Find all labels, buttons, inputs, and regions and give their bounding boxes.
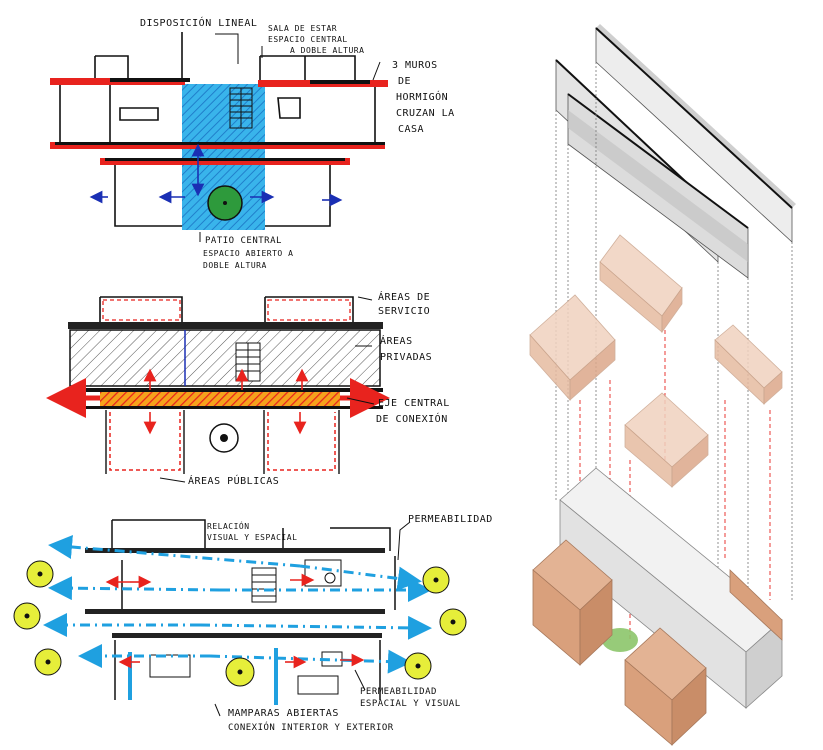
label-patio-3: doble altura bbox=[203, 261, 267, 270]
base-house bbox=[532, 467, 783, 746]
label-living-room-3: a doble altura bbox=[290, 46, 365, 55]
base-volume-left bbox=[532, 539, 613, 666]
label-patio-2: Espacio abierto a bbox=[203, 249, 294, 258]
base-volume-right bbox=[624, 627, 707, 746]
sketch1-room-outlines bbox=[59, 32, 376, 227]
floating-volume-1 bbox=[529, 294, 616, 402]
label-living-room-2: Espacio central bbox=[268, 35, 348, 44]
floating-volume-3 bbox=[714, 324, 783, 405]
label-patio-1: Patio central bbox=[205, 236, 282, 246]
floating-volume-4 bbox=[624, 392, 709, 488]
floating-volume-2 bbox=[599, 234, 683, 334]
label-walls-5: Casa bbox=[398, 124, 425, 135]
public-areas bbox=[109, 412, 336, 471]
label-permeability-2-1: Permeabilidad bbox=[360, 687, 437, 697]
base-volume-back bbox=[729, 569, 783, 641]
sketch1-leaders bbox=[199, 33, 381, 242]
central-axis bbox=[100, 392, 340, 406]
surrounding-trees bbox=[13, 560, 467, 687]
sketch2-up-arrows bbox=[143, 368, 309, 435]
label-private-2: privadas bbox=[380, 352, 433, 363]
label-screens-2: conexión interior y exterior bbox=[228, 723, 394, 733]
service-areas bbox=[99, 296, 354, 322]
sketch-linear-layout bbox=[50, 32, 388, 242]
label-axis-1: Eje central bbox=[378, 398, 450, 409]
sketch1-stair bbox=[229, 87, 253, 129]
sketch3-red-arrows bbox=[105, 573, 365, 669]
label-service-1: Áreas de bbox=[378, 292, 431, 303]
sketch1-blue-arrows bbox=[89, 143, 343, 207]
label-permeability-2-2: espacial y visual bbox=[360, 699, 461, 709]
permeability-arrows bbox=[43, 535, 432, 674]
sketch-permeability bbox=[13, 519, 467, 717]
label-service-2: servicio bbox=[378, 306, 431, 317]
label-walls-4: Cruzan la bbox=[396, 108, 455, 119]
wall-slab-front bbox=[567, 93, 749, 279]
concrete-walls-red bbox=[50, 78, 388, 165]
label-private-1: Áreas bbox=[380, 336, 413, 347]
label-walls-2: de bbox=[398, 76, 412, 87]
sketch2-stair bbox=[235, 342, 261, 382]
label-public: Áreas públicas bbox=[188, 476, 280, 487]
sketch-zones-plan bbox=[46, 296, 390, 483]
label-walls-1: 3 Muros bbox=[392, 60, 438, 71]
label-permeability: Permeabilidad bbox=[408, 514, 493, 525]
label-walls-3: Hormigón bbox=[396, 92, 449, 103]
label-relation-1: Relación bbox=[207, 522, 250, 531]
label-linear-layout: Disposición lineal bbox=[140, 18, 258, 29]
label-relation-2: visual y espacial bbox=[207, 533, 298, 542]
label-axis-2: de conexión bbox=[376, 414, 448, 425]
label-living-room-1: Sala de estar bbox=[268, 24, 338, 33]
label-screens-1: Mamparas abiertas bbox=[228, 708, 339, 719]
private-areas bbox=[69, 329, 381, 387]
axonometric-exploded bbox=[529, 24, 796, 746]
